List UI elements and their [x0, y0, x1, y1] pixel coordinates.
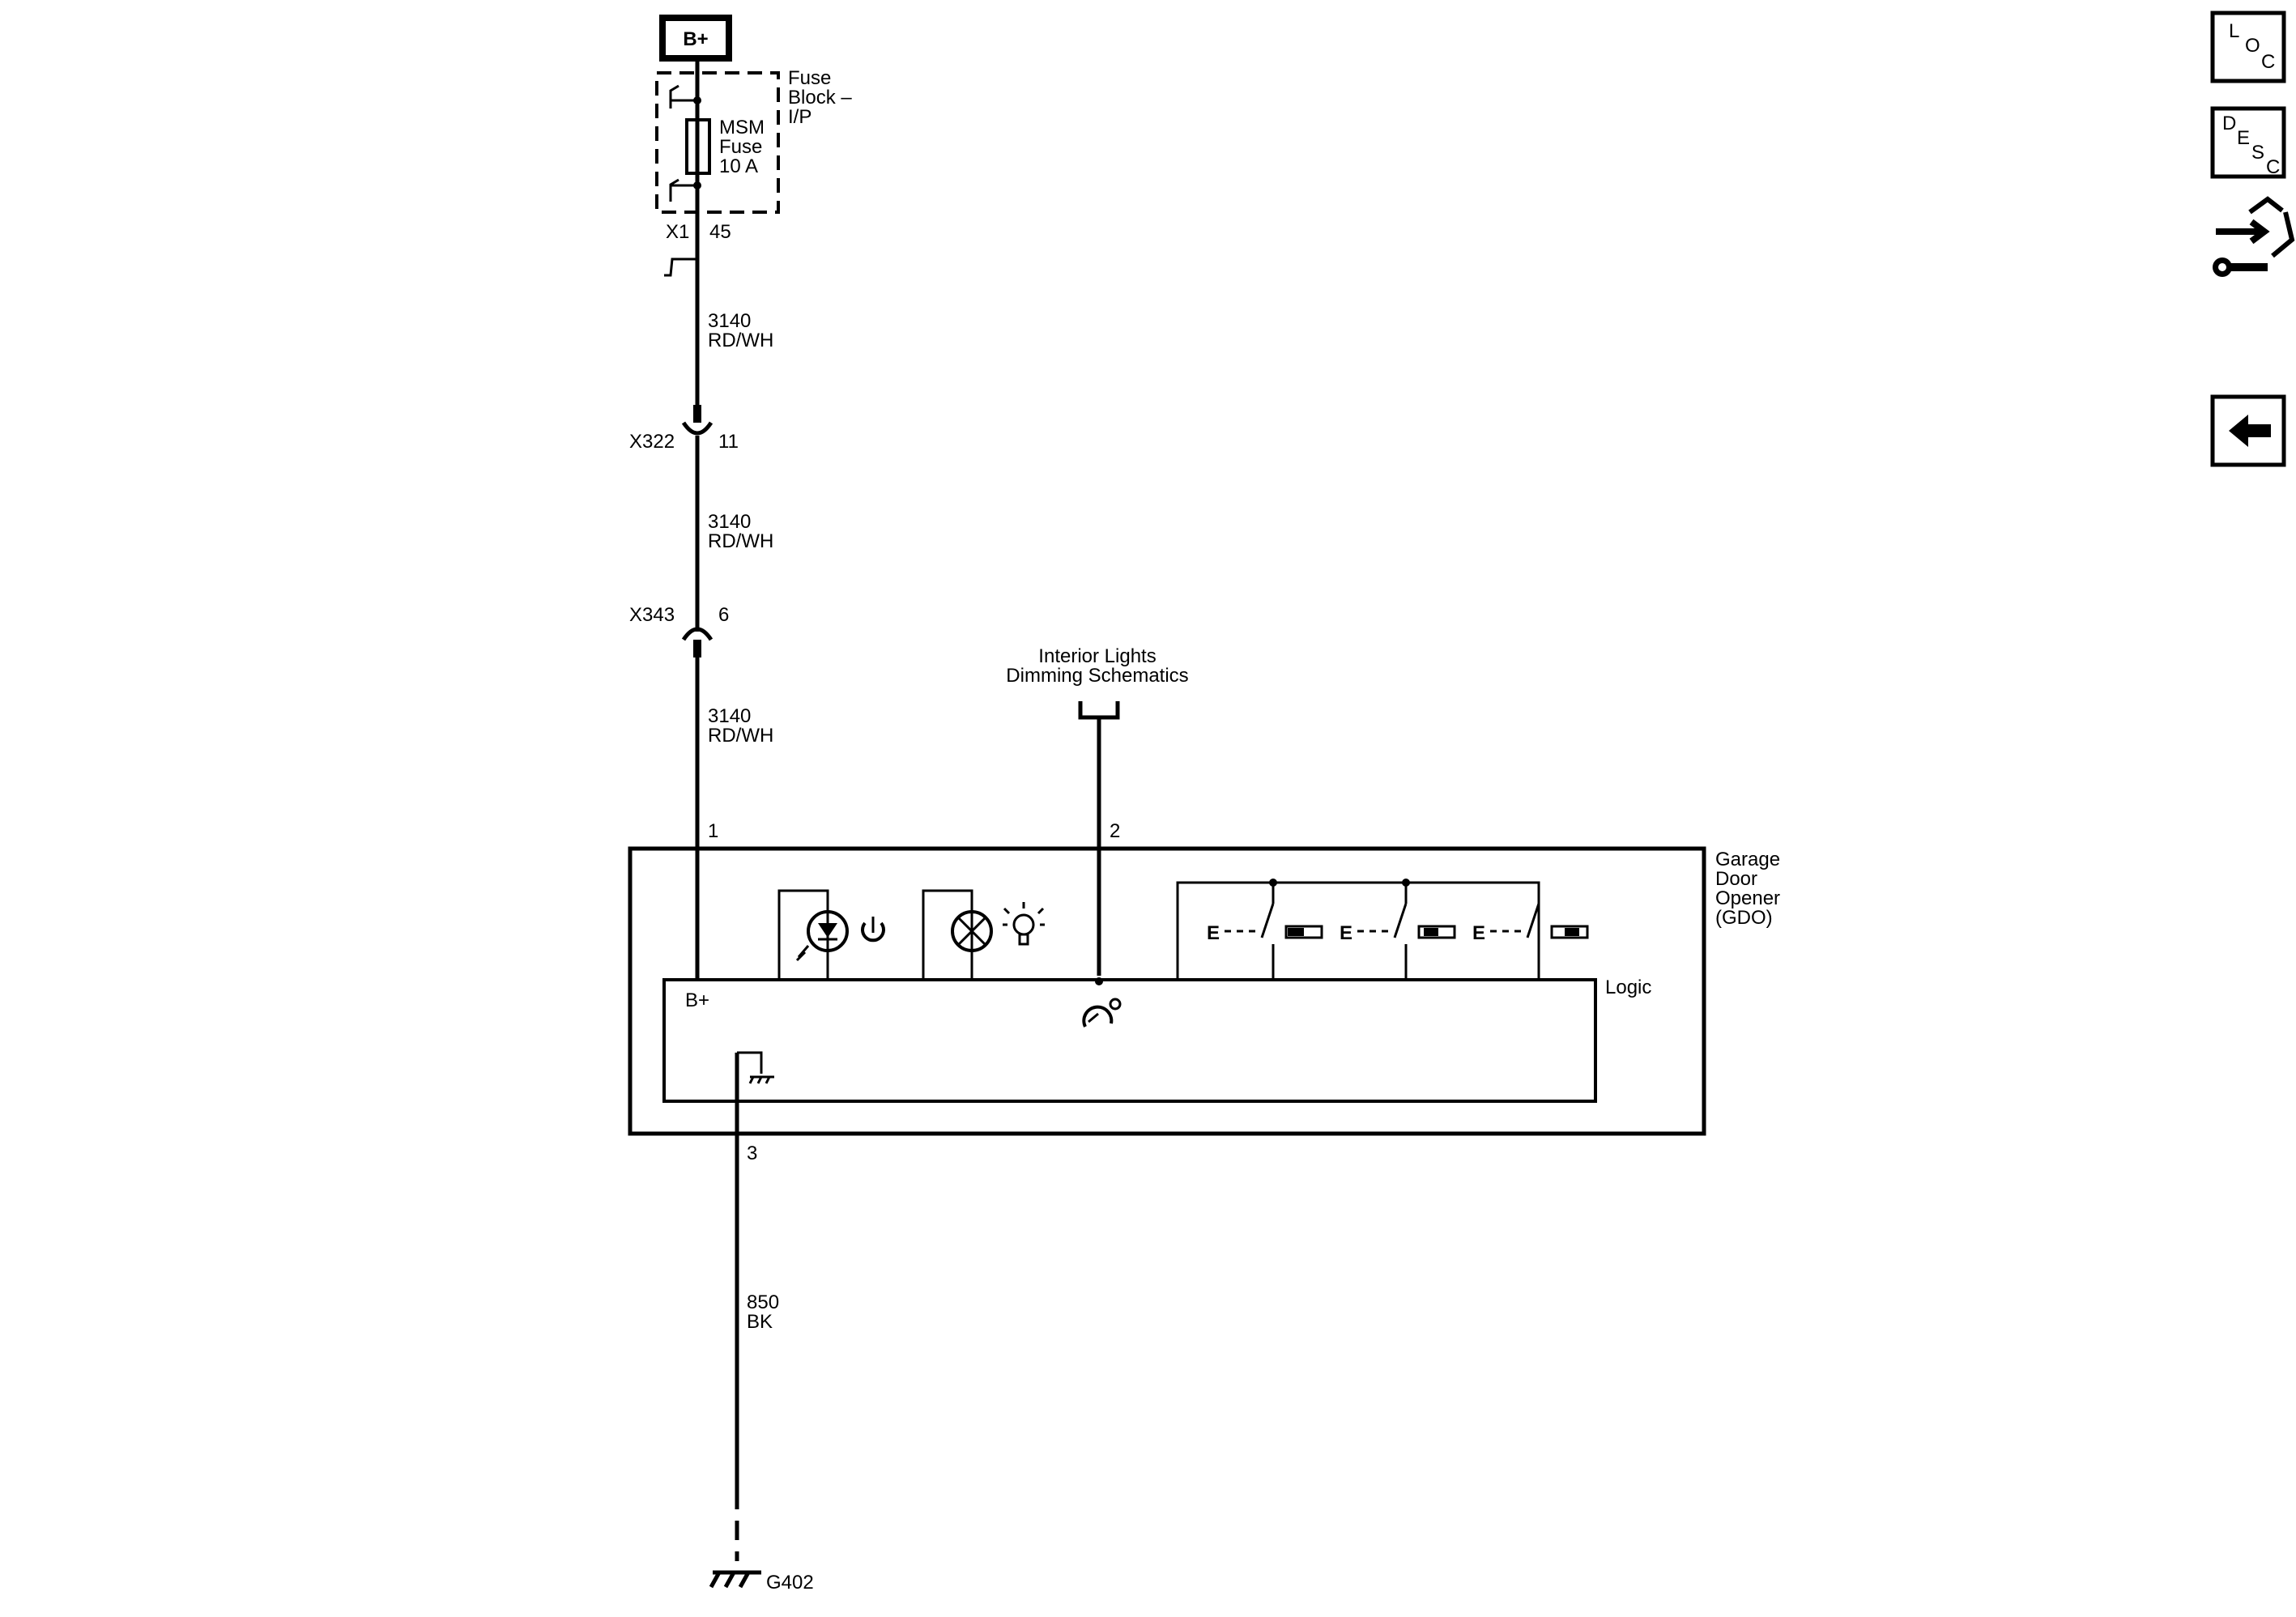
connector-x343: X343 6: [629, 604, 729, 657]
connector-x1: X1 45: [664, 221, 731, 277]
connector-x1-label: X1: [666, 221, 689, 243]
switch-1-letter: E: [1207, 922, 1220, 944]
gdo-label-line3: Opener: [1715, 887, 1780, 909]
wire-4-color: BK: [747, 1311, 773, 1333]
fuse-rating: 10 A: [719, 155, 758, 177]
logic-block: [662, 978, 1597, 1103]
back-arrow-icon: [2229, 415, 2271, 447]
gdo-pin-2: 2: [1110, 820, 1120, 842]
connector-x343-pin: 6: [718, 604, 729, 626]
transmitter-button-1: E: [1207, 879, 1323, 980]
internal-ground-icon: [737, 1051, 774, 1084]
loc-letter-c: C: [2261, 51, 2275, 73]
connector-x322: X322 11: [629, 405, 739, 453]
interior-lights-label-line1: Interior Lights: [1038, 645, 1156, 667]
connector-x322-label: X322: [629, 431, 675, 453]
description-button[interactable]: D E S C: [2210, 106, 2286, 179]
gdo-label-line1: Garage: [1715, 849, 1780, 870]
fuse-name-line2: Fuse: [719, 136, 762, 158]
wire-3-color: RD/WH: [708, 725, 773, 747]
desc-letter-s: S: [2251, 142, 2264, 164]
loc-letter-l: L: [2229, 20, 2239, 42]
ground-g402: G402: [709, 1570, 814, 1594]
bplus-label: B+: [683, 28, 708, 50]
switch-3-letter: E: [1472, 922, 1485, 944]
gdo-label-line4: (GDO): [1715, 907, 1773, 929]
gdo-pin-3: 3: [747, 1143, 757, 1164]
back-button[interactable]: [2210, 394, 2286, 467]
desc-letter-d: D: [2222, 113, 2236, 134]
fuse-block-label-line2: Block –: [788, 87, 852, 109]
wire-4-circuit: 850: [747, 1291, 779, 1313]
transmitter-button-2: E: [1340, 879, 1456, 980]
location-button[interactable]: L O C: [2210, 11, 2286, 83]
connector-x322-pin: 11: [718, 431, 739, 453]
connector-wrench-icon[interactable]: [2213, 196, 2295, 277]
fuse-block: MSM Fuse 10 A Fuse Block – I/P: [655, 67, 852, 214]
fuse-name-line1: MSM: [719, 117, 765, 138]
desc-letter-c: C: [2266, 156, 2280, 178]
gdo-label-line2: Door: [1715, 868, 1757, 890]
lamp-indicator-icon: [922, 889, 993, 980]
logic-bplus-label: B+: [685, 989, 709, 1011]
transmitter-button-3: E: [1472, 883, 1589, 980]
logic-label: Logic: [1605, 977, 1651, 998]
loc-letter-o: O: [2245, 35, 2260, 57]
light-bulb-icon: [1003, 902, 1045, 946]
wire-2-circuit: 3140: [708, 511, 751, 533]
desc-letter-e: E: [2237, 127, 2250, 149]
wire-2-color: RD/WH: [708, 530, 773, 552]
garage-door-opener-module: Garage Door Opener (GDO) 1 2 3 Logic B+: [628, 820, 1780, 1164]
interior-lights-label-line2: Dimming Schematics: [1006, 665, 1188, 687]
dimming-input-icon: [1082, 977, 1122, 1028]
power-symbol-icon: [861, 917, 885, 943]
fuse-block-label-line1: Fuse: [788, 67, 831, 89]
battery-positive-source: B+: [659, 15, 732, 62]
connector-x343-label: X343: [629, 604, 675, 626]
wire-3-circuit: 3140: [708, 705, 751, 727]
switch-2-letter: E: [1340, 922, 1352, 944]
fuse-block-label-line3: I/P: [788, 106, 811, 128]
gdo-pin-1: 1: [708, 820, 718, 842]
wire-1-circuit: 3140: [708, 310, 751, 332]
wire-1-color: RD/WH: [708, 330, 773, 351]
ground-label: G402: [766, 1572, 814, 1594]
connector-x1-pin: 45: [709, 221, 731, 243]
power-indicator-led-icon: [777, 889, 849, 980]
